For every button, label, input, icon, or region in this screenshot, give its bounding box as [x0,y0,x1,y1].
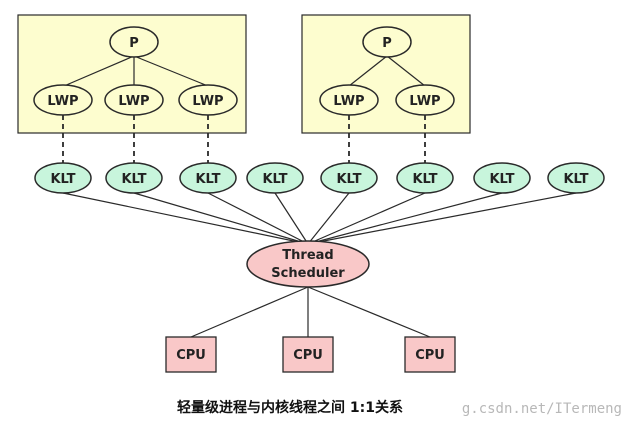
klt-node: KLT [547,162,605,194]
p-lwp-edges [63,55,426,87]
lwp-node: LWP [178,84,238,116]
klt-label: KLT [412,172,437,187]
klt-node: KLT [179,162,237,194]
lwp-label: LWP [333,94,364,109]
klt-node: KLT [320,162,378,194]
cpu-node: CPU [404,336,456,373]
klt-label: KLT [262,172,287,187]
klt-node: KLT [396,162,454,194]
lwp-label: LWP [118,94,149,109]
process-label: P [129,36,139,51]
klt-label: KLT [121,172,146,187]
thread-scheduler-node: Thread Scheduler [246,240,370,288]
edge-p1-lwp3 [133,55,209,87]
cpu-node: CPU [165,336,217,373]
klt-label: KLT [489,172,514,187]
scheduler-label-line1: Thread [282,248,333,263]
klt-node: KLT [246,162,304,194]
process-node-1: P [109,26,159,58]
watermark: g.csdn.net/ITermeng [462,401,622,417]
diagram-caption: 轻量级进程与内核线程之间 1:1关系 [177,399,403,416]
edge-p2-lwp1 [348,55,388,87]
lwp-klt-dashed-links [62,115,426,163]
lwp-label: LWP [47,94,78,109]
klt-label: KLT [195,172,220,187]
lwp-node: LWP [319,84,379,116]
lwp-node: LWP [395,84,455,116]
lwp-label: LWP [409,94,440,109]
process-label: P [382,36,392,51]
klt-label: KLT [50,172,75,187]
klt-node: KLT [473,162,531,194]
edge-p1-lwp1 [63,55,135,87]
cpu-label: CPU [415,348,445,363]
klt-label: KLT [563,172,588,187]
klt-label: KLT [336,172,361,187]
cpu-label: CPU [176,348,206,363]
scheduler-label-line2: Scheduler [271,266,345,281]
cpu-node: CPU [282,336,334,373]
cpu-label: CPU [293,348,323,363]
klt-node: KLT [34,162,92,194]
process-node-2: P [362,26,412,58]
edge-p2-lwp2 [386,55,426,87]
scheduler-cpu-edges [190,286,431,338]
lwp-label: LWP [192,94,223,109]
lwp-node: LWP [104,84,164,116]
klt-node: KLT [105,162,163,194]
klt-scheduler-edges [62,192,577,245]
lwp-node: LWP [33,84,93,116]
